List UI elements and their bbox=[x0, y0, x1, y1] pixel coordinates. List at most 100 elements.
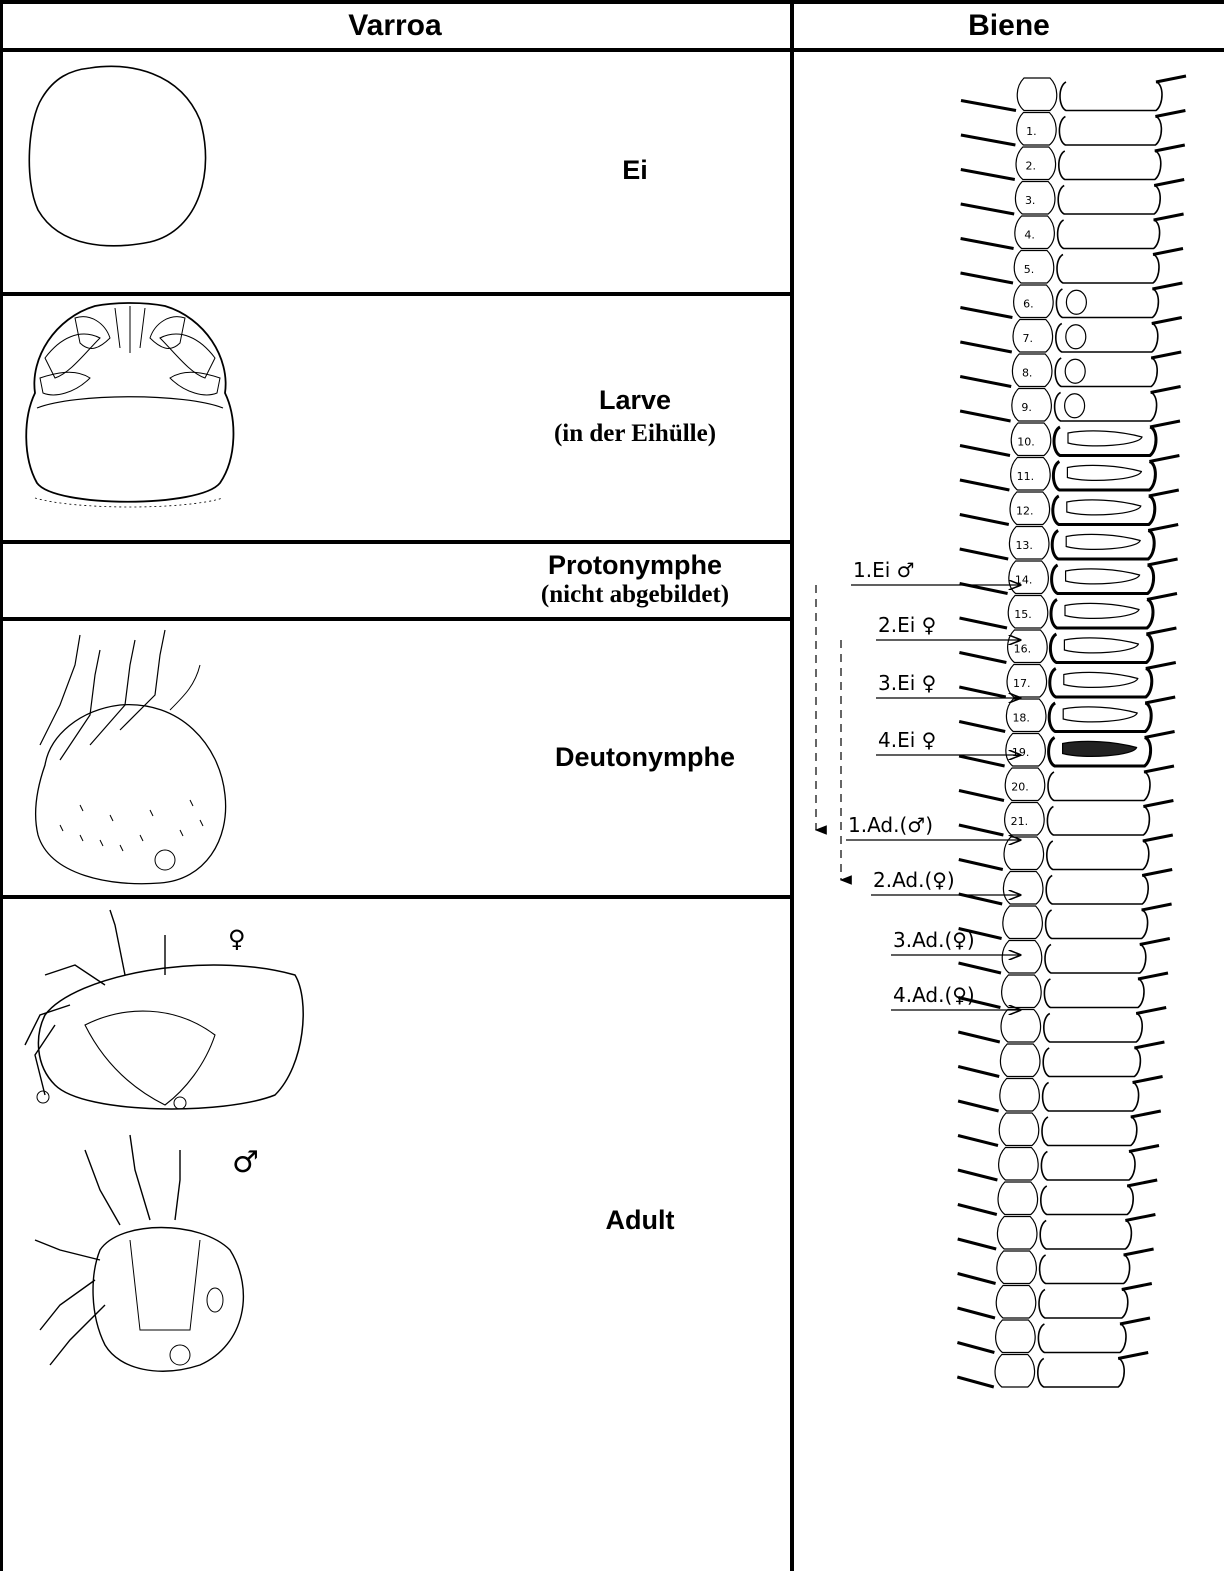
comb-left-cell bbox=[1003, 906, 1043, 939]
comb-brood-cell bbox=[1047, 807, 1149, 836]
comb-left-wall bbox=[958, 1067, 999, 1077]
comb-brood-cell bbox=[1046, 910, 1148, 939]
row-divider-1 bbox=[0, 292, 792, 296]
event-label: 2.Ad.(♀) bbox=[873, 868, 955, 892]
comb-right-wall bbox=[1127, 1180, 1157, 1186]
comb-cell-number: 10. bbox=[1017, 435, 1035, 448]
header-divider bbox=[0, 48, 1224, 52]
comb-right-wall bbox=[1124, 1249, 1154, 1255]
comb-right-wall bbox=[1136, 1008, 1166, 1014]
stage-egg-label: Ei bbox=[520, 155, 750, 186]
comb-brood-cell bbox=[1043, 1083, 1139, 1112]
comb-left-cell bbox=[1017, 78, 1057, 111]
comb-right-wall bbox=[1140, 939, 1170, 945]
comb-brood-cell bbox=[1058, 220, 1160, 249]
comb-brood-cell bbox=[1041, 1186, 1133, 1215]
varroa-deutonymph-drawing bbox=[20, 625, 240, 890]
comb-left-wall bbox=[960, 515, 1009, 525]
comb-left-wall bbox=[961, 273, 1014, 283]
comb-cell-number: 19. bbox=[1012, 746, 1030, 759]
comb-brood-cell bbox=[1038, 1324, 1126, 1353]
comb-right-wall bbox=[1134, 1042, 1164, 1048]
comb-left-wall bbox=[958, 1032, 1000, 1042]
comb-larva bbox=[1065, 359, 1085, 383]
event-label: 2.Ei ♀ bbox=[878, 613, 936, 637]
comb-larva bbox=[1066, 290, 1086, 314]
comb-brood-cell bbox=[1057, 255, 1159, 284]
comb-cell-number: 17. bbox=[1013, 677, 1031, 690]
comb-left-wall bbox=[960, 618, 1008, 628]
comb-right-wall bbox=[1143, 801, 1173, 807]
comb-brood-cell bbox=[1059, 117, 1161, 146]
comb-cell-number: 8. bbox=[1022, 366, 1032, 379]
comb-left-wall bbox=[959, 722, 1005, 732]
comb-left-wall bbox=[959, 825, 1004, 835]
event-label: 3.Ad.(♀) bbox=[893, 928, 975, 952]
left-border bbox=[0, 0, 3, 1571]
comb-left-cell bbox=[996, 1286, 1036, 1319]
varroa-larva-drawing bbox=[15, 298, 245, 518]
comb-brood-cell bbox=[1041, 1152, 1135, 1181]
comb-left-cell bbox=[997, 1251, 1037, 1284]
comb-brood-cell bbox=[1058, 186, 1160, 215]
comb-larva bbox=[1065, 394, 1085, 418]
event-label: 1.Ad.(♂) bbox=[848, 813, 933, 837]
comb-cell-number: 4. bbox=[1024, 228, 1035, 241]
comb-cell-number: 18. bbox=[1012, 711, 1029, 724]
stage-larva-sub: (in der Eihülle) bbox=[510, 420, 760, 448]
comb-left-cell bbox=[999, 1148, 1039, 1181]
comb-left-wall bbox=[960, 342, 1012, 352]
bee-comb-diagram: 1.2.3.4.5.6.7.8.9.10.11.12.13.14.15.16.1… bbox=[796, 70, 1222, 1400]
stage-larva: Larve (in der Eihülle) bbox=[510, 385, 760, 448]
comb-right-wall bbox=[1142, 870, 1172, 876]
comb-right-wall bbox=[1122, 1284, 1152, 1290]
comb-cell-number: 7. bbox=[1023, 332, 1034, 345]
comb-right-wall bbox=[1144, 766, 1174, 772]
comb-left-cell bbox=[996, 1320, 1036, 1353]
comb-right-wall bbox=[1131, 1111, 1161, 1117]
comb-right-wall bbox=[1153, 249, 1183, 255]
comb-right-wall bbox=[1149, 490, 1179, 496]
comb-left-wall bbox=[959, 860, 1003, 870]
comb-left-wall bbox=[959, 687, 1006, 697]
comb-cell-number: 20. bbox=[1011, 780, 1029, 793]
comb-right-wall bbox=[1138, 973, 1168, 979]
comb-cell-number: 12. bbox=[1016, 504, 1034, 517]
comb-left-wall bbox=[957, 1377, 994, 1387]
comb-left-wall bbox=[961, 239, 1014, 249]
comb-brood-cell bbox=[1060, 82, 1162, 111]
comb-right-wall bbox=[1152, 283, 1182, 289]
comb-brood-cell bbox=[1040, 1221, 1131, 1250]
comb-brood-cell bbox=[1047, 841, 1149, 870]
comb-cell-number: 1. bbox=[1026, 125, 1037, 138]
comb-cell-number: 6. bbox=[1023, 297, 1034, 310]
comb-left-wall bbox=[961, 101, 1016, 111]
comb-left-wall bbox=[960, 446, 1010, 456]
event-label: 4.Ei ♀ bbox=[878, 728, 936, 752]
stage-deutonymph-label: Deutonymphe bbox=[520, 742, 770, 773]
comb-cell-number: 13. bbox=[1015, 539, 1032, 552]
comb-left-wall bbox=[960, 377, 1011, 387]
comb-right-wall bbox=[1146, 628, 1176, 634]
comb-left-wall bbox=[957, 1343, 994, 1353]
comb-left-cell bbox=[1000, 1044, 1040, 1077]
comb-left-wall bbox=[959, 791, 1004, 801]
comb-brood-cell bbox=[1059, 151, 1161, 180]
stage-larva-label: Larve bbox=[599, 385, 671, 415]
comb-right-wall bbox=[1149, 456, 1179, 462]
comb-cell-number: 2. bbox=[1026, 159, 1037, 172]
comb-left-wall bbox=[958, 1170, 998, 1180]
column-divider bbox=[790, 0, 794, 1571]
comb-brood-cell bbox=[1043, 1048, 1140, 1077]
comb-left-wall bbox=[958, 1239, 997, 1249]
comb-right-wall bbox=[1151, 352, 1181, 358]
stage-protonymph-label: Protonymphe bbox=[548, 550, 722, 580]
comb-left-cell bbox=[1003, 872, 1043, 905]
comb-left-cell bbox=[997, 1217, 1037, 1250]
comb-brood-cell bbox=[1044, 1014, 1142, 1043]
comb-cell-number: 5. bbox=[1024, 263, 1035, 276]
comb-right-wall bbox=[1129, 1146, 1159, 1152]
comb-right-wall bbox=[1151, 387, 1181, 393]
row-divider-3 bbox=[0, 617, 792, 621]
comb-right-wall bbox=[1155, 145, 1185, 151]
